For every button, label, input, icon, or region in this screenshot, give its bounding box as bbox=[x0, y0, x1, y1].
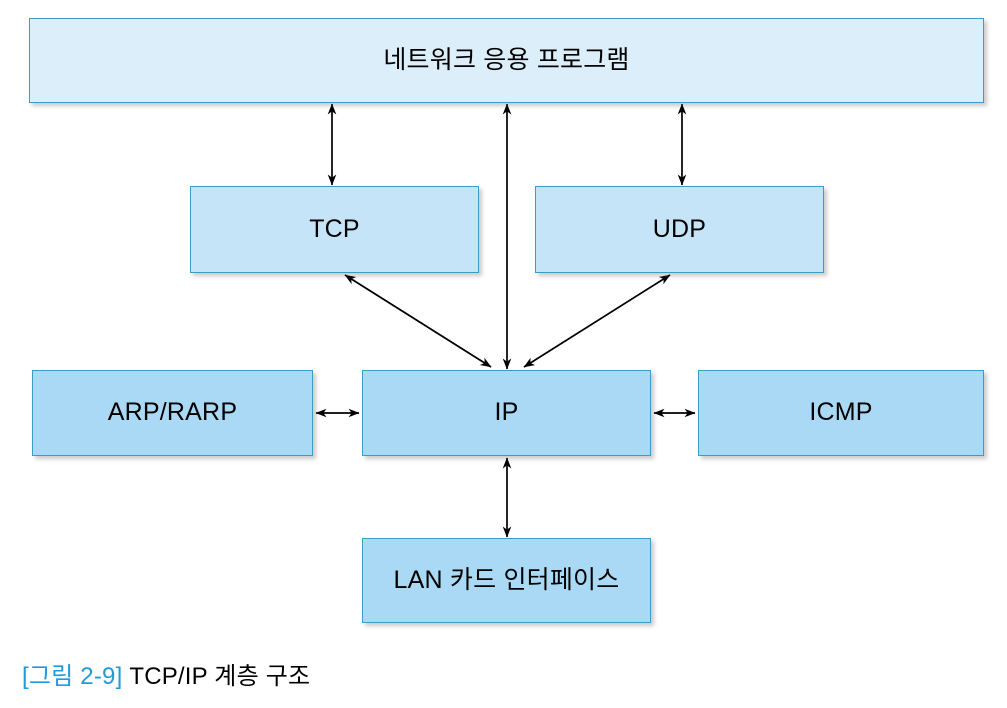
edge-udp-ip bbox=[523, 274, 671, 368]
figure-title: TCP/IP 계층 구조 bbox=[129, 663, 311, 690]
node-network-application[interactable]: 네트워크 응용 프로그램 bbox=[29, 18, 984, 103]
node-label: TCP bbox=[309, 214, 360, 243]
edge-tcp-ip bbox=[344, 274, 492, 368]
node-label: ICMP bbox=[809, 398, 873, 427]
node-label: 네트워크 응용 프로그램 bbox=[383, 45, 630, 74]
node-tcp[interactable]: TCP bbox=[190, 186, 479, 273]
figure-caption: [그림 2-9] TCP/IP 계층 구조 bbox=[22, 656, 310, 691]
node-icmp[interactable]: ICMP bbox=[698, 370, 984, 456]
node-label: LAN 카드 인터페이스 bbox=[393, 565, 620, 594]
node-arp-rarp[interactable]: ARP/RARP bbox=[32, 370, 313, 456]
node-lan-card-interface[interactable]: LAN 카드 인터페이스 bbox=[362, 538, 651, 623]
node-label: UDP bbox=[652, 214, 707, 243]
node-label: ARP/RARP bbox=[107, 398, 238, 427]
node-ip[interactable]: IP bbox=[362, 370, 651, 456]
node-label: IP bbox=[494, 398, 519, 427]
node-udp[interactable]: UDP bbox=[535, 186, 824, 273]
figure-number: [그림 2-9] bbox=[22, 663, 123, 690]
